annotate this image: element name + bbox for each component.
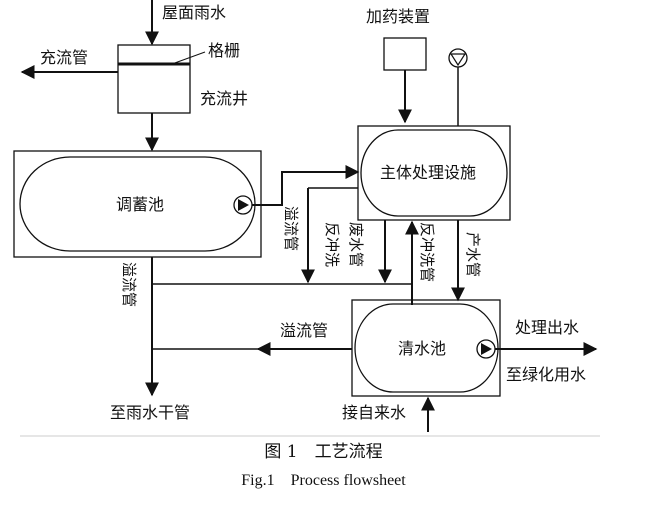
roof-rain-label: 屋面雨水 <box>162 3 226 22</box>
backwash-pipe-label: 反冲洗管 <box>418 222 436 282</box>
figure-caption-en: Fig.1 Process flowsheet <box>241 472 406 489</box>
tap-water-label: 接自来水 <box>342 403 406 422</box>
dosing-device-box <box>383 37 427 71</box>
dosing-device-label: 加药装置 <box>366 7 430 26</box>
overflow-pipe-top-label: 充流管 <box>40 48 88 67</box>
flow-meter-icon <box>448 48 468 68</box>
main-facility-frame <box>357 125 511 221</box>
to-rain-main-label: 至雨水干管 <box>110 403 190 422</box>
storage-tank-label: 调蓄池 <box>116 195 164 214</box>
clear-tank-shape <box>354 303 499 393</box>
overflow-pipe-bottom-label: 溢流管 <box>280 321 328 340</box>
clear-tank-label: 清水池 <box>398 339 446 358</box>
backwash-waste-label-1: 反冲洗 <box>323 222 341 267</box>
product-pipe-label: 产水管 <box>464 232 482 277</box>
pump-icon <box>233 195 253 215</box>
pump-icon <box>476 339 496 359</box>
to-green-label: 至绿化用水 <box>506 365 586 384</box>
main-facility-label: 主体处理设施 <box>380 163 476 182</box>
inflow-well-box <box>117 44 191 114</box>
overflow-pipe-mid-label: 溢流管 <box>282 206 300 251</box>
inflow-well-label: 充流井 <box>200 89 248 108</box>
grille-label: 格栅 <box>208 41 240 60</box>
backwash-waste-label-2: 废水管 <box>347 222 365 267</box>
figure-caption-cn: 图 1 工艺流程 <box>264 442 383 462</box>
main-facility-shape <box>360 129 508 217</box>
treated-out-label: 处理出水 <box>515 318 579 337</box>
storage-tank-shape <box>19 156 256 252</box>
overflow-pipe-left-label: 溢流管 <box>120 262 138 307</box>
